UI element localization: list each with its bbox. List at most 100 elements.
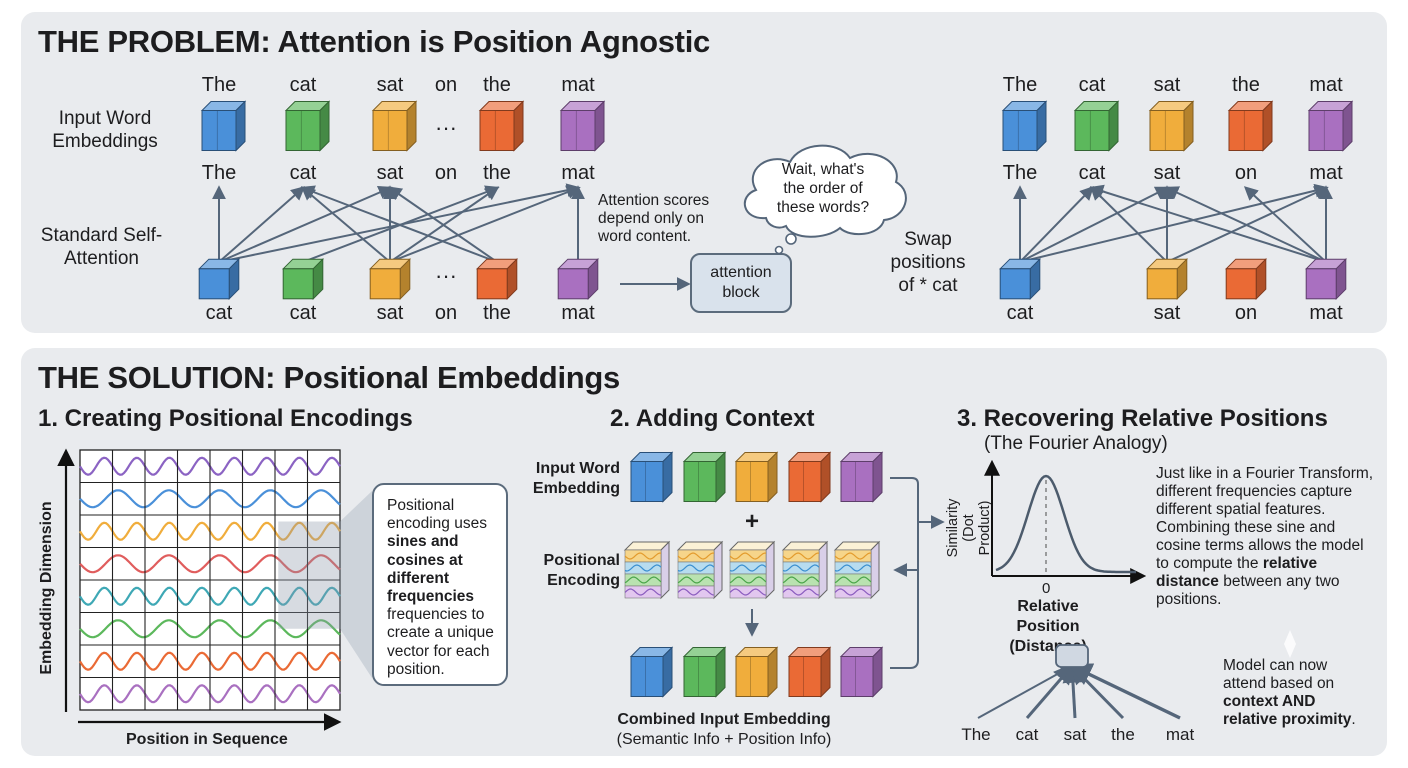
input-word-cube: [839, 451, 884, 503]
cube-side: [660, 540, 670, 600]
left-mid-word: cat: [289, 162, 317, 184]
input-word-cube: [734, 451, 779, 503]
similarity-plot: [984, 459, 1147, 584]
cube-front: [1002, 110, 1038, 151]
right-bottom-word: sat: [1153, 302, 1181, 324]
thought-line: the order of: [783, 180, 863, 197]
positional-encoding-callout: Positional encoding uses sines and cosin…: [372, 483, 508, 686]
fan-arrow: [1067, 663, 1181, 720]
attention-arrow: [300, 186, 391, 263]
attention-token-cube: [368, 257, 412, 301]
cube-front: [630, 656, 664, 697]
s3-bottom-word: the: [1111, 725, 1135, 744]
combined-embedding-cube: [682, 646, 727, 698]
cube-side: [872, 646, 883, 698]
s3-bottom-word: The: [961, 725, 991, 744]
positional-encoding-cube: [833, 540, 881, 600]
grid-highlight: [278, 521, 340, 629]
cube-front: [479, 110, 515, 151]
cube-side: [662, 646, 673, 698]
row-label-self-attention: Standard Self-Attention: [40, 225, 163, 269]
encoding-band: [834, 561, 872, 575]
left-top-word: mat: [561, 74, 595, 96]
cube-front: [1149, 110, 1185, 151]
encoding-wave: [834, 552, 871, 560]
ellipsis-bottom: ···: [435, 263, 457, 288]
encoding-wave: [729, 564, 767, 572]
left-bottom-word: sat: [376, 302, 404, 324]
cube-front: [1146, 268, 1178, 300]
encoding-band: [677, 561, 715, 575]
s3-bottom-word: sat: [1063, 725, 1087, 744]
cube-front: [999, 268, 1031, 300]
encoding-wave: [782, 576, 820, 584]
x-axis-label: Position in Sequence: [126, 731, 288, 748]
left-top-word: on: [434, 74, 458, 96]
cube-side: [767, 451, 778, 503]
left-mid-word: on: [434, 162, 458, 184]
cube-front: [201, 110, 237, 151]
cube-front: [840, 656, 874, 697]
input-word-cube: [629, 451, 674, 503]
problem-title: THE PROBLEM: Attention is Position Agnos…: [38, 24, 710, 59]
thought-line: Wait, what's: [782, 161, 865, 178]
encoding-band: [782, 573, 820, 587]
positional-encoding-cube: [623, 540, 671, 600]
encoding-wave: [677, 552, 714, 560]
attention-arrow: [1089, 184, 1327, 263]
cube-side: [662, 451, 673, 503]
left-mid-word: mat: [561, 162, 595, 184]
callout-bold: sines and cosines at different frequenci…: [387, 533, 475, 606]
fourier-note: Just like in a Fourier Transform, differ…: [1156, 465, 1374, 608]
cube-front: [735, 656, 769, 697]
encoding-wave: [677, 564, 715, 572]
combined-embedding-cube: [787, 646, 832, 698]
x-zero-label: 0: [1042, 580, 1051, 597]
fan-arrow: [977, 664, 1075, 719]
encoding-wave: [729, 552, 766, 560]
fan-arrow: [1025, 662, 1075, 719]
encoding-wave: [624, 588, 662, 596]
cube-front: [372, 110, 408, 151]
cube-front: [560, 110, 596, 151]
cube-front: [369, 268, 401, 300]
combined-embedding-cube: [629, 646, 674, 698]
encoding-wave: [677, 576, 715, 584]
cube-side: [1108, 100, 1119, 152]
left-top-word: The: [201, 74, 237, 96]
cube-side: [820, 646, 831, 698]
encoding-wave: [834, 564, 872, 572]
encoding-wave: [677, 588, 715, 596]
positional-encoding-cube: [781, 540, 829, 600]
cube-side: [406, 100, 417, 152]
left-top-word: the: [483, 74, 511, 96]
attend-note: Model can now attend based on context AN…: [1223, 657, 1356, 728]
swapped-embedding-cube: [1307, 100, 1354, 152]
s3-bottom-word: cat: [1015, 725, 1039, 744]
left-bottom-word: the: [483, 302, 511, 324]
combined-embedding-sub: (Semantic Info + Position Info): [616, 731, 832, 748]
right-bottom-word: mat: [1309, 302, 1343, 324]
fan-arrow: [1062, 661, 1084, 719]
right-bottom-word: cat: [1006, 302, 1034, 324]
cube-side: [594, 100, 605, 152]
swapped-token-cube: [1145, 257, 1189, 301]
cube-side: [513, 100, 524, 152]
cube-side: [235, 100, 246, 152]
left-bottom-word: mat: [561, 302, 595, 324]
right-mid-word: mat: [1309, 162, 1343, 184]
encoding-band: [729, 573, 767, 587]
cube-side: [1262, 100, 1273, 152]
input-embedding-cube: [371, 100, 418, 152]
swapped-embedding-cube: [1227, 100, 1274, 152]
attention-token-cube: [475, 257, 519, 301]
attention-arrow: [302, 185, 500, 263]
attention-node: [1055, 644, 1089, 668]
positional-encoding-cube: [676, 540, 724, 600]
cube-side: [713, 540, 723, 600]
cube-front: [1225, 268, 1257, 300]
left-mid-word: The: [201, 162, 237, 184]
similarity-curve: [995, 474, 1136, 574]
